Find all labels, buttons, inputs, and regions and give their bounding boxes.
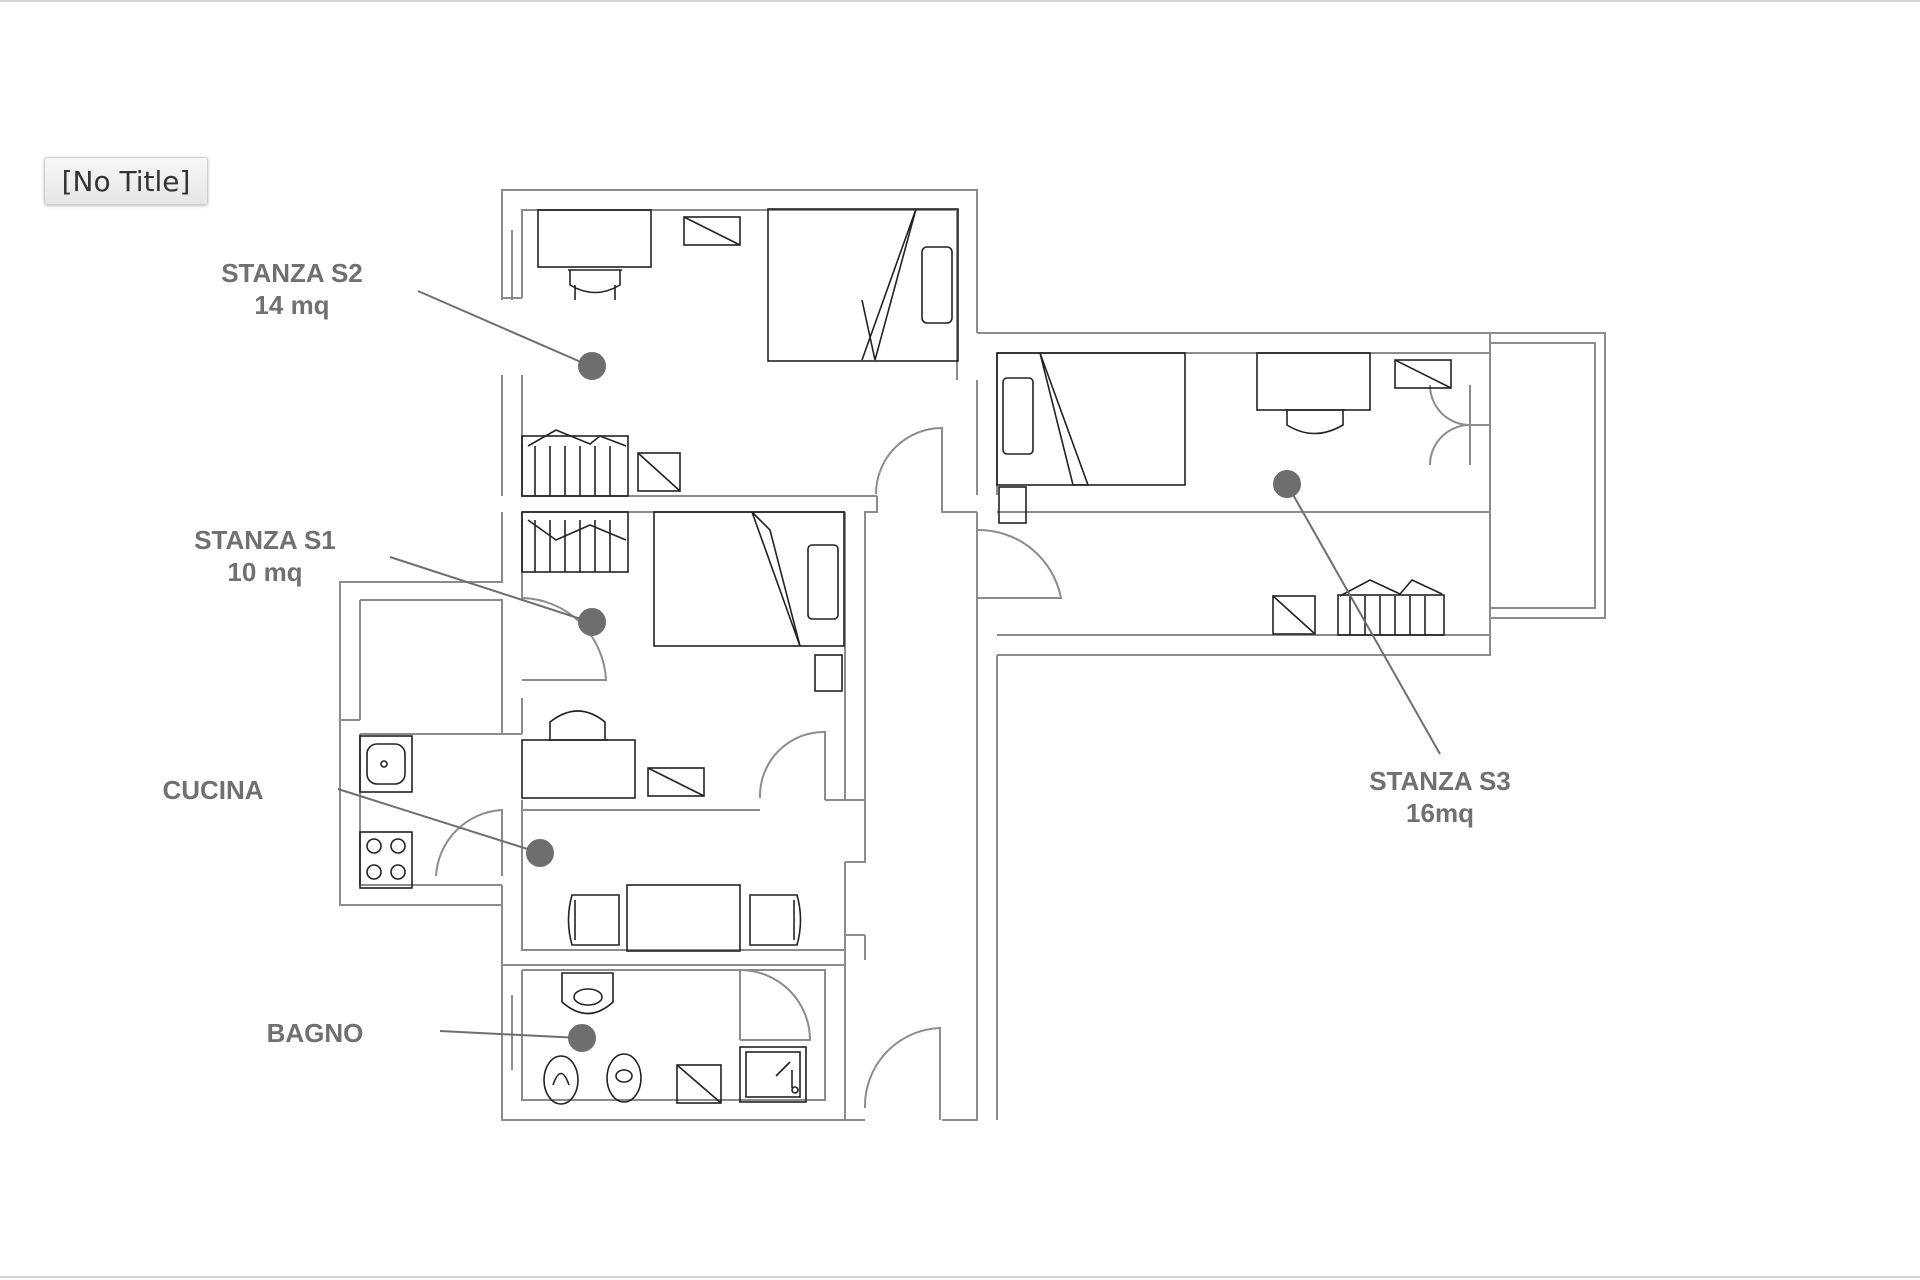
label-bagno: BAGNO	[267, 1018, 364, 1048]
door-s2	[875, 426, 943, 496]
desk-s3	[1256, 352, 1371, 411]
door-cucina	[435, 808, 503, 877]
top-border	[0, 0, 1920, 2]
bed-s2	[767, 208, 959, 362]
marker-s2	[578, 352, 606, 380]
door-entrance	[863, 1026, 941, 1120]
pillow-s3	[1002, 377, 1034, 455]
desk-s2	[537, 209, 652, 268]
leader-bagno	[439, 1030, 581, 1039]
dining-table	[626, 884, 741, 952]
sink	[359, 735, 413, 793]
label-cucina: CUCINA	[162, 775, 263, 805]
wall-s1	[339, 511, 865, 1121]
bookcase-s2	[521, 435, 629, 497]
window-bath	[501, 995, 513, 1070]
nightstand-s3	[998, 486, 1027, 524]
leader-s2	[417, 290, 591, 367]
marker-cucina	[526, 839, 554, 867]
wall-corridor	[844, 495, 998, 1121]
leader-s1	[389, 556, 591, 623]
box-s3b	[1272, 595, 1316, 635]
chair-s1	[548, 710, 608, 741]
pillow-s2	[921, 246, 953, 324]
marker-bagno	[568, 1024, 596, 1052]
bed-s1	[653, 511, 845, 647]
nightstand-s2	[683, 216, 741, 246]
bookcase-s3	[1337, 594, 1445, 636]
label-s1-name: STANZA S1	[194, 525, 336, 555]
marker-s3	[1273, 470, 1301, 498]
leader-s3	[1286, 483, 1441, 755]
wall-s3	[976, 332, 1491, 656]
label-s3-area: 16mq	[1406, 798, 1474, 828]
chair-s2	[568, 269, 622, 300]
bookcase-s1	[521, 511, 629, 573]
furniture	[359, 208, 1452, 1105]
chair-s3	[1285, 409, 1345, 435]
bottom-border	[0, 1276, 1920, 1278]
nightstand-s1	[814, 654, 843, 692]
label-s3-name: STANZA S3	[1369, 766, 1511, 796]
bed-s3	[996, 352, 1186, 486]
chair-left	[567, 894, 620, 946]
wall-kitchen	[501, 799, 865, 965]
label-s2-area: 14 mq	[254, 290, 329, 320]
bidet	[606, 1053, 642, 1103]
bath-box	[676, 1064, 722, 1104]
title-button[interactable]: [No Title]	[44, 157, 208, 205]
label-s2-name: STANZA S2	[221, 258, 363, 288]
door-bath	[739, 969, 812, 1041]
wall-foyer	[340, 599, 523, 735]
pillow-s1	[807, 544, 839, 620]
wall-cucina	[339, 720, 502, 905]
label-s1-area: 10 mq	[227, 557, 302, 587]
door-s3	[976, 528, 1063, 599]
box-s1	[647, 767, 705, 797]
desk-s1	[521, 739, 636, 799]
window-s2	[501, 230, 513, 300]
walls	[339, 189, 1606, 1121]
wall-balcony	[1490, 332, 1606, 619]
stove	[359, 831, 413, 889]
leaders	[337, 290, 1441, 1052]
nightstand-s2b	[637, 452, 681, 492]
box-s3	[1394, 359, 1452, 389]
room-labels: STANZA S2 14 mq STANZA S1 10 mq CUCINA B…	[162, 258, 1510, 1048]
door-balcony	[1429, 384, 1490, 466]
marker-s1	[578, 608, 606, 636]
toilet	[543, 1055, 579, 1105]
chair-right	[749, 894, 802, 946]
washbasin	[561, 972, 614, 1015]
wall-bath	[502, 935, 846, 1121]
door-kitchen	[758, 730, 826, 800]
leader-cucina	[337, 788, 541, 854]
shower	[739, 1046, 807, 1103]
